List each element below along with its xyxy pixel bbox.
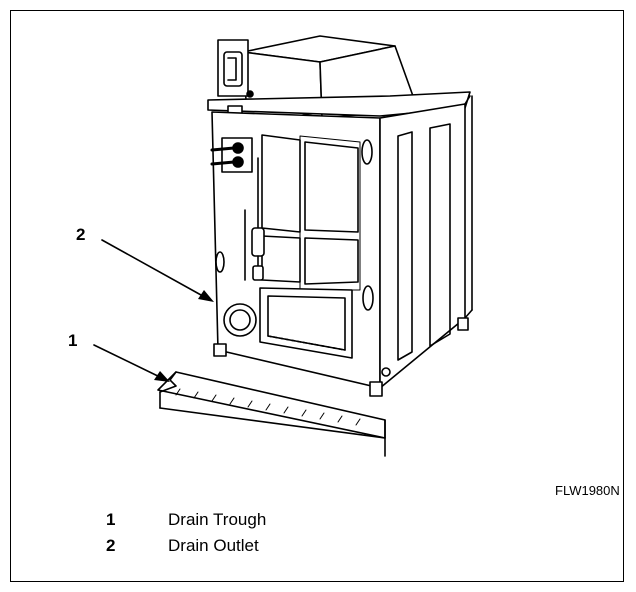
callout-arrow-1 bbox=[93, 344, 167, 381]
arrowhead-1 bbox=[154, 371, 170, 382]
legend-label: Drain Outlet bbox=[168, 536, 259, 555]
back-panel-grid bbox=[261, 134, 361, 291]
callout-arrow-2 bbox=[101, 239, 211, 301]
callout-number-2: 2 bbox=[76, 225, 86, 244]
leveling-feet bbox=[213, 317, 469, 397]
drain-hose-clip bbox=[244, 157, 265, 281]
access-panel bbox=[259, 287, 353, 359]
drain-outlet bbox=[223, 303, 257, 337]
callout-number-1: 1 bbox=[68, 331, 78, 350]
figure-frame bbox=[10, 10, 624, 582]
legend-number: 2 bbox=[106, 536, 116, 555]
drain-trough bbox=[157, 371, 386, 457]
arrowhead-2 bbox=[198, 290, 214, 302]
legend-label: Drain Trough bbox=[168, 510, 267, 529]
legend-number: 1 bbox=[106, 510, 116, 529]
water-inlets bbox=[210, 137, 253, 173]
figure-code: FLW1980N bbox=[555, 483, 620, 498]
